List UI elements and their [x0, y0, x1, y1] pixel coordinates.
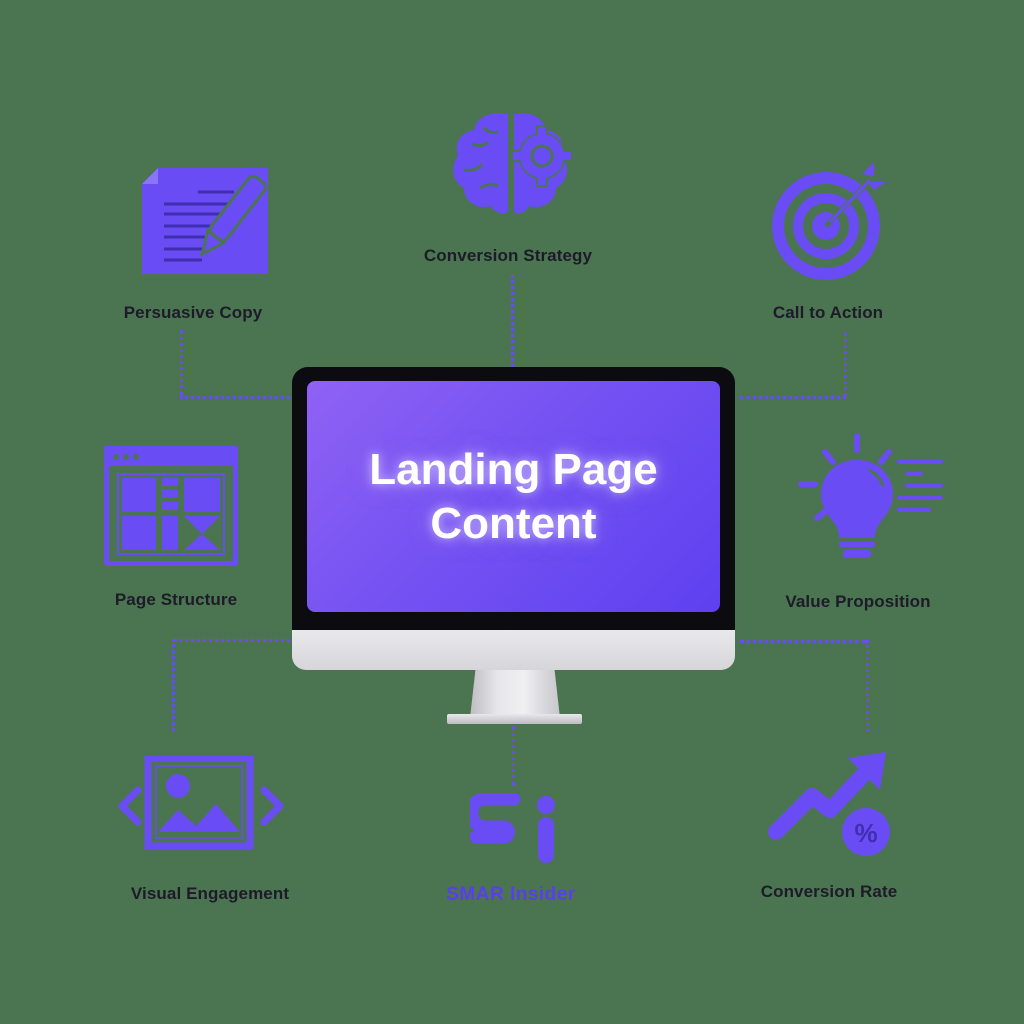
node-label: Conversion Strategy — [423, 246, 593, 265]
center-title-line1: Landing Page — [369, 444, 658, 494]
node-label: Visual Engagement — [130, 884, 290, 903]
connector-conversion-strategy — [511, 275, 514, 367]
center-title-line2: Content — [430, 498, 597, 548]
trend-up-percent-icon: % — [768, 748, 892, 858]
monitor-screen: Landing Page Content — [307, 381, 720, 612]
brain-gear-icon — [450, 110, 572, 220]
connector-conversion-rate-h — [740, 640, 866, 643]
connector-call-to-action-h — [740, 396, 846, 399]
layout-wireframe-icon — [104, 446, 238, 566]
node-label: Persuasive Copy — [123, 303, 263, 322]
connector-conversion-rate-v — [866, 640, 869, 732]
connector-persuasive-copy-h — [180, 396, 290, 399]
monitor-stand-neck — [470, 670, 560, 718]
monitor-stand-base — [447, 714, 582, 724]
monitor-chin — [292, 630, 735, 670]
brand-logo-icon — [470, 793, 560, 865]
node-label: Conversion Rate — [760, 882, 898, 901]
connector-visual-engagement-h — [174, 639, 290, 642]
node-label: Value Proposition — [785, 592, 931, 611]
image-carousel-icon — [116, 756, 286, 852]
connector-visual-engagement-v — [172, 639, 175, 731]
connector-persuasive-copy-v — [180, 330, 183, 396]
brand-name: SMAR Insider — [446, 884, 576, 905]
document-pen-icon — [140, 166, 285, 278]
connector-call-to-action-v — [844, 333, 847, 396]
target-arrow-icon — [770, 160, 890, 282]
node-label: Call to Action — [772, 303, 884, 322]
connector-brand — [512, 726, 515, 786]
node-label: Page Structure — [114, 590, 238, 609]
lightbulb-icon — [795, 432, 945, 562]
svg-text:%: % — [854, 818, 877, 848]
